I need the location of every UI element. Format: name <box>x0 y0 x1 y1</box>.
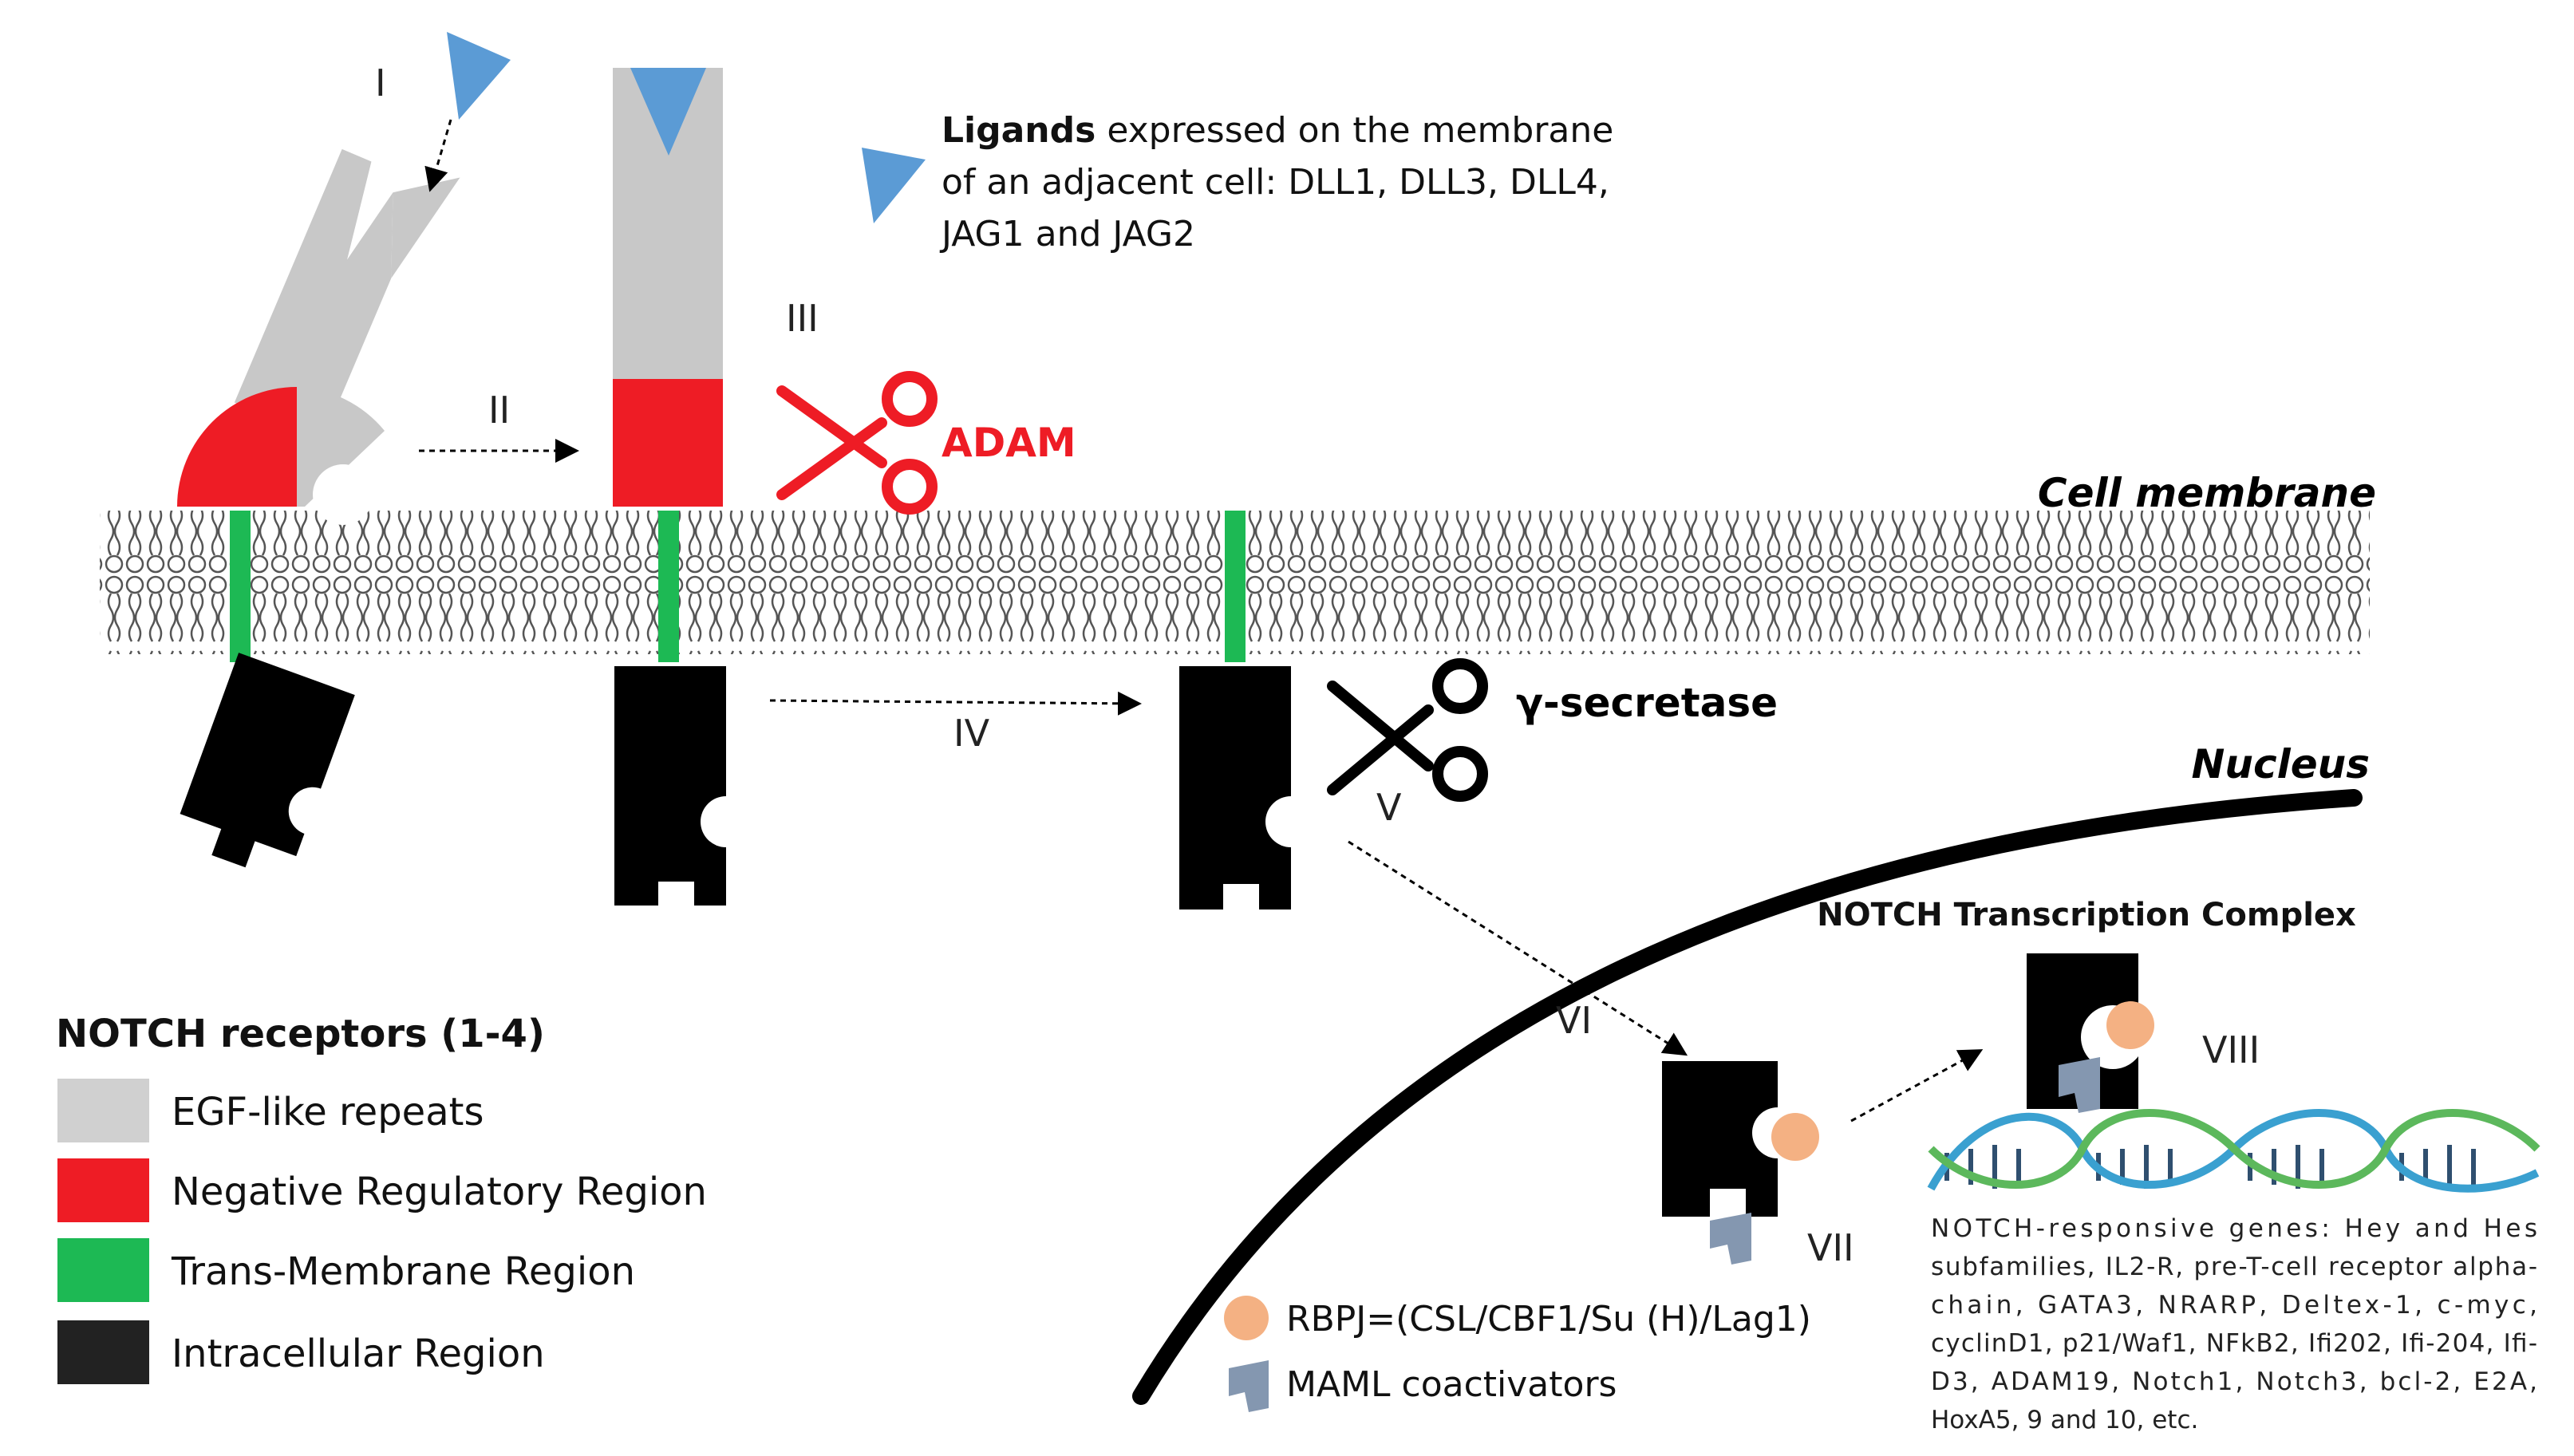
maml-shape-viii <box>2059 1057 2100 1113</box>
intracellular-region-2 <box>614 666 726 906</box>
complex-title: NOTCH Transcription Complex <box>1817 897 2356 933</box>
ligand-note-line-1: Ligands expressed on the membrane <box>942 110 1613 151</box>
maml-shape-vii <box>1710 1213 1751 1265</box>
legend: NOTCH receptors (1-4) EGF-like repeats N… <box>56 1012 707 1384</box>
intracellular-region-3 <box>1179 666 1291 910</box>
arrow-step-6 <box>1348 840 1688 1056</box>
tm-region-3 <box>1225 511 1246 662</box>
receptor-stage-1: I <box>177 32 511 868</box>
adam-scissors-icon <box>776 371 938 515</box>
legend-title: NOTCH receptors (1-4) <box>56 1012 545 1056</box>
dna-helix-icon <box>1927 1109 2540 1193</box>
legend-label-nrr: Negative Regulatory Region <box>172 1170 707 1214</box>
genes-line-5: D3, ADAM19, Notch1, Notch3, bcl-2, E2A, <box>1931 1367 2537 1396</box>
legend-label-intracellular: Intracellular Region <box>172 1332 545 1376</box>
receptor-stage-3 <box>1179 511 1317 910</box>
ligand-triangle-2 <box>630 68 706 156</box>
ligand-note-line-2: of an adjacent cell: DLL1, DLL3, DLL4, <box>942 162 1609 203</box>
ligand-note-bold: Ligands <box>942 110 1096 151</box>
step-label-vii: VII <box>1807 1226 1854 1269</box>
nrr-region-2 <box>613 379 723 507</box>
responsive-genes-text: NOTCH-responsive genes: Hey and Hes subf… <box>1931 1214 2537 1434</box>
genes-line-1: NOTCH-responsive genes: Hey and Hes <box>1931 1214 2537 1243</box>
step-label-iv: IV <box>953 712 990 755</box>
rbpj-key-circle <box>1224 1296 1269 1340</box>
egf-like-repeats-1 <box>234 148 393 440</box>
nicd-complex-vii <box>1662 1061 1819 1265</box>
tm-region-1 <box>230 511 251 662</box>
intracellular-region-4 <box>1662 1061 1778 1217</box>
ligand-note-line-3: JAG1 and JAG2 <box>939 214 1195 255</box>
legend-swatch-tm <box>57 1238 149 1302</box>
rbpj-circle-vii <box>1771 1113 1819 1161</box>
gamma-secretase-label: γ-secretase <box>1516 680 1778 726</box>
ligand-triangle-1 <box>447 32 511 120</box>
genes-line-2: subfamilies, IL2-R, pre-T-cell receptor … <box>1931 1253 2537 1281</box>
maml-key-label: MAML coactivators <box>1286 1364 1617 1405</box>
rbpj-key-label: RBPJ=(CSL/CBF1/Su (H)/Lag1) <box>1286 1299 1811 1340</box>
step-label-viii: VIII <box>2202 1028 2260 1071</box>
receptor-stage-2 <box>613 68 752 906</box>
nucleus-envelope <box>1132 789 2363 1405</box>
transcription-complex-viii <box>2027 953 2154 1113</box>
cell-membrane-label: Cell membrane <box>2038 470 2376 516</box>
intracellular-region-1 <box>180 653 355 868</box>
arrow-to-complex <box>1850 1049 1984 1123</box>
genes-line-6: HoxA5, 9 and 10, etc. <box>1931 1406 2198 1434</box>
genes-line-3: chain, GATA3, NRARP, Deltex-1, c-myc, <box>1931 1291 2537 1320</box>
legend-swatch-intracellular <box>57 1320 149 1384</box>
legend-swatch-nrr <box>57 1158 149 1222</box>
adam-label: ADAM <box>942 420 1076 466</box>
legend-label-tm: Trans-Membrane Region <box>171 1249 635 1294</box>
gamma-secretase-scissors-icon <box>1327 658 1488 802</box>
arrow-step-4 <box>769 691 1142 716</box>
step-label-vi: VI <box>1556 999 1592 1042</box>
maml-key-shape <box>1229 1360 1269 1412</box>
tm-region-2 <box>658 511 679 662</box>
nucleus-label: Nucleus <box>2192 741 2371 787</box>
nrr-fan-1 <box>177 387 297 507</box>
legend-label-egf: EGF-like repeats <box>172 1090 484 1134</box>
step-label-v: V <box>1376 786 1402 829</box>
legend-swatch-egf <box>57 1079 149 1142</box>
step-label-ii: II <box>488 389 510 432</box>
genes-line-4: cyclinD1, p21/Waf1, NFkB2, Ifi202, Ifi-2… <box>1931 1329 2537 1358</box>
rbpj-circle-viii <box>2106 1001 2154 1049</box>
ligand-note-rest: expressed on the membrane <box>1096 110 1613 151</box>
ligand-legend-triangle <box>862 148 926 223</box>
step-label-i: I <box>375 61 386 105</box>
step-label-iii: III <box>786 297 819 340</box>
